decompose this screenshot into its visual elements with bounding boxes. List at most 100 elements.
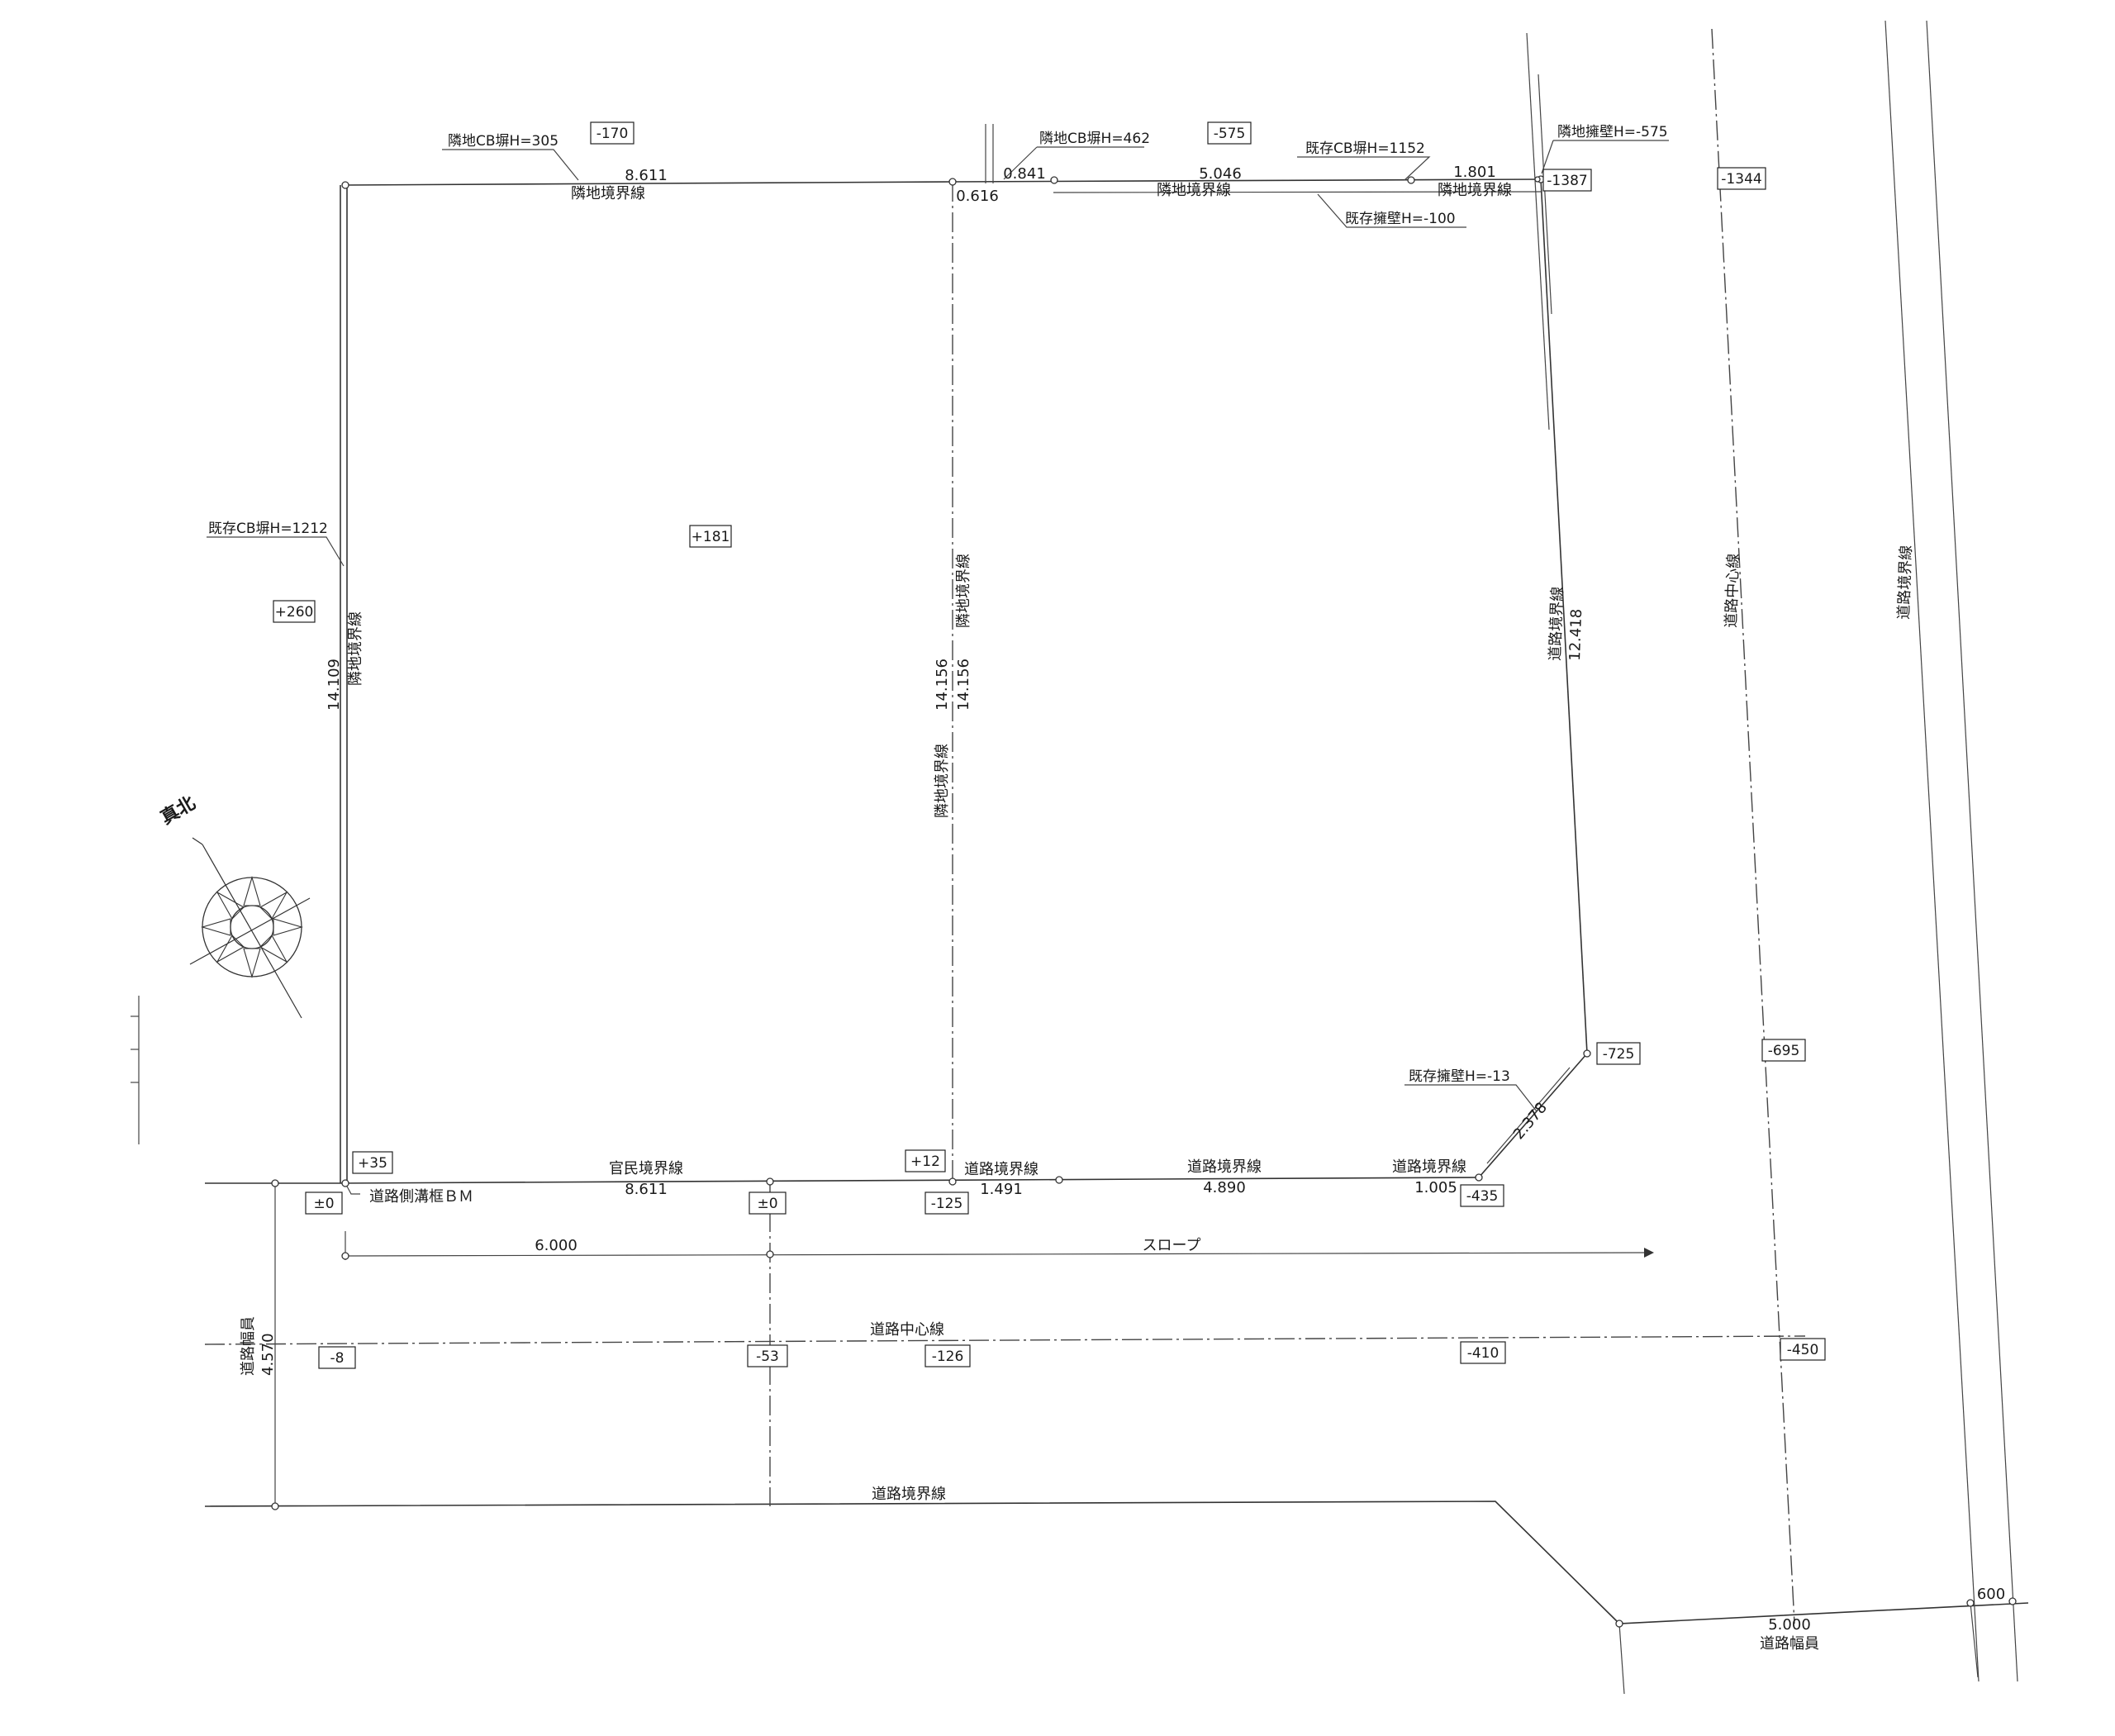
corner-retaining-wall-line bbox=[1486, 1067, 1571, 1164]
survey-points bbox=[271, 175, 2017, 1628]
dim-diagonal: 2.378 bbox=[1510, 1099, 1551, 1143]
svg-text:-53: -53 bbox=[756, 1348, 779, 1365]
corner-cut-line bbox=[1478, 1053, 1588, 1178]
label-road-far: 道路境界線 bbox=[872, 1486, 946, 1503]
leader-cb-462 bbox=[1003, 146, 1038, 180]
label-neighbor-middle-lower: 隣地境界線 bbox=[934, 744, 951, 818]
svg-text:-8: -8 bbox=[330, 1350, 345, 1367]
elevation-tag: +260 bbox=[273, 600, 316, 623]
label-benchmark: 道路側溝框ＢＭ bbox=[369, 1188, 473, 1206]
survey-point bbox=[1966, 1599, 1975, 1607]
dim-middle-b: 14.156 bbox=[955, 659, 972, 711]
label-road-width-left: 道路幅員 bbox=[240, 1316, 257, 1376]
leader-benchmark bbox=[345, 1182, 360, 1195]
elevation-tag: -126 bbox=[924, 1344, 971, 1367]
note-retaining-575: 隣地擁壁H=-575 bbox=[1557, 124, 1668, 140]
survey-point bbox=[2008, 1597, 2017, 1605]
elevation-tag: -435 bbox=[1460, 1184, 1504, 1207]
top-left-boundary-line bbox=[345, 181, 953, 186]
dim-road-width-left: 4.570 bbox=[259, 1333, 277, 1376]
bottom-right-stub-b bbox=[1970, 1602, 1979, 1678]
elevation-tag: +181 bbox=[689, 525, 732, 548]
dim-road-width-right: 5.000 bbox=[1768, 1616, 1811, 1634]
svg-text:-410: -410 bbox=[1467, 1345, 1500, 1362]
survey-point bbox=[271, 1179, 279, 1187]
elevation-tag: +35 bbox=[352, 1151, 393, 1174]
elevation-tag: +12 bbox=[905, 1149, 946, 1172]
label-neighbor-top-right: 隣地境界線 bbox=[1438, 182, 1512, 199]
dim-bottom-mid: 1.491 bbox=[980, 1181, 1023, 1198]
dim-top-right-b: 1.801 bbox=[1453, 164, 1496, 181]
label-road-center: 道路中心線 bbox=[870, 1321, 944, 1339]
svg-text:-125: -125 bbox=[931, 1196, 963, 1212]
label-road-bottom-corner: 道路境界線 bbox=[1392, 1158, 1466, 1176]
label-neighbor-middle-upper: 隣地境界線 bbox=[955, 554, 972, 628]
survey-point bbox=[948, 1177, 957, 1186]
leader-cb-1212 bbox=[207, 536, 345, 567]
survey-point bbox=[766, 1177, 774, 1186]
dim-top-right-a: 5.046 bbox=[1199, 165, 1242, 183]
top-right-edge-line-b bbox=[1538, 74, 1552, 315]
svg-text:±0: ±0 bbox=[313, 1196, 334, 1212]
label-slope: スロープ bbox=[1143, 1237, 1201, 1254]
label-road-center-right: 道路中心線 bbox=[1723, 553, 1742, 628]
svg-text:-170: -170 bbox=[596, 126, 629, 142]
slope-line bbox=[345, 1252, 1645, 1257]
label-neighbor-left: 隣地境界線 bbox=[347, 611, 364, 686]
elevation-tag: -53 bbox=[747, 1344, 788, 1367]
road-center-line bbox=[204, 1335, 1806, 1345]
svg-text:+181: +181 bbox=[692, 529, 730, 545]
elevation-tag: ±0 bbox=[305, 1191, 343, 1215]
true-north-label: 真北 bbox=[157, 792, 199, 830]
label-public-private: 官民境界線 bbox=[609, 1160, 683, 1177]
far-road-boundary-line bbox=[204, 1501, 2029, 1624]
svg-text:-575: -575 bbox=[1214, 126, 1246, 142]
road-lines bbox=[131, 20, 2029, 1695]
dim-bottom-right-b: 1.005 bbox=[1414, 1179, 1457, 1196]
svg-text:-435: -435 bbox=[1466, 1188, 1499, 1205]
svg-text:±0: ±0 bbox=[757, 1196, 777, 1212]
survey-point bbox=[1407, 176, 1415, 184]
dim-slope-length: 6.000 bbox=[535, 1237, 577, 1254]
dim-right: 12.418 bbox=[1566, 608, 1585, 661]
svg-text:-695: -695 bbox=[1768, 1043, 1800, 1059]
elevation-tag: -725 bbox=[1596, 1042, 1641, 1065]
top-right-edge-line-a bbox=[1526, 32, 1550, 430]
survey-point bbox=[766, 1250, 774, 1258]
survey-point bbox=[271, 1502, 279, 1510]
label-road-bottom-right: 道路境界線 bbox=[1187, 1158, 1262, 1176]
note-retaining-100: 既存擁壁H=-100 bbox=[1345, 211, 1456, 227]
note-cb-462: 隣地CB塀H=462 bbox=[1039, 131, 1150, 147]
label-neighbor-top-mid: 隣地境界線 bbox=[1157, 182, 1231, 199]
survey-point bbox=[341, 1252, 349, 1260]
dim-top-mid-b: 0.616 bbox=[956, 188, 999, 205]
note-cb-1152: 既存CB塀H=1152 bbox=[1305, 140, 1425, 157]
label-road-bottom-mid: 道路境界線 bbox=[964, 1161, 1038, 1178]
svg-text:+12: +12 bbox=[910, 1153, 940, 1170]
svg-text:-450: -450 bbox=[1787, 1342, 1819, 1358]
existing-retaining-wall-line bbox=[1053, 191, 1542, 193]
svg-text:+260: +260 bbox=[275, 604, 314, 621]
survey-point bbox=[1475, 1173, 1483, 1182]
boundary-labels: 隣地境界線 隣地境界線 隣地境界線 隣地境界線 隣地境界線 隣地境界線 道路境界… bbox=[240, 182, 1915, 1653]
dim-left: 14.109 bbox=[326, 659, 343, 711]
leader-cb-305 bbox=[442, 149, 579, 181]
dim-bottom-right-a: 4.890 bbox=[1203, 1179, 1246, 1196]
elevation-tag: -170 bbox=[590, 121, 634, 145]
dim-top-mid-a: 0.841 bbox=[1003, 165, 1046, 183]
bottom-boundary-line bbox=[340, 1177, 1480, 1184]
survey-point bbox=[1583, 1049, 1591, 1058]
label-neighbor-top-left: 隣地境界線 bbox=[571, 185, 645, 202]
survey-point bbox=[1615, 1619, 1623, 1628]
leader-retaining-100 bbox=[1317, 193, 1466, 228]
right-boundary-line bbox=[1540, 178, 1588, 1054]
note-retaining-13: 既存擁壁H=-13 bbox=[1409, 1068, 1510, 1085]
notes: 隣地CB塀H=305 隣地CB塀H=462 既存CB塀H=1152 隣地擁壁H=… bbox=[208, 124, 1668, 1085]
elevation-tag: ±0 bbox=[749, 1191, 787, 1215]
dimensions: 8.611 0.841 0.616 5.046 1.801 14.109 14.… bbox=[259, 164, 2005, 1634]
survey-point bbox=[1534, 176, 1541, 183]
north-arrow-icon bbox=[189, 837, 311, 1019]
dim-bottom-left: 8.611 bbox=[625, 1181, 668, 1198]
right-road-edge-line-b bbox=[1926, 20, 2018, 1682]
